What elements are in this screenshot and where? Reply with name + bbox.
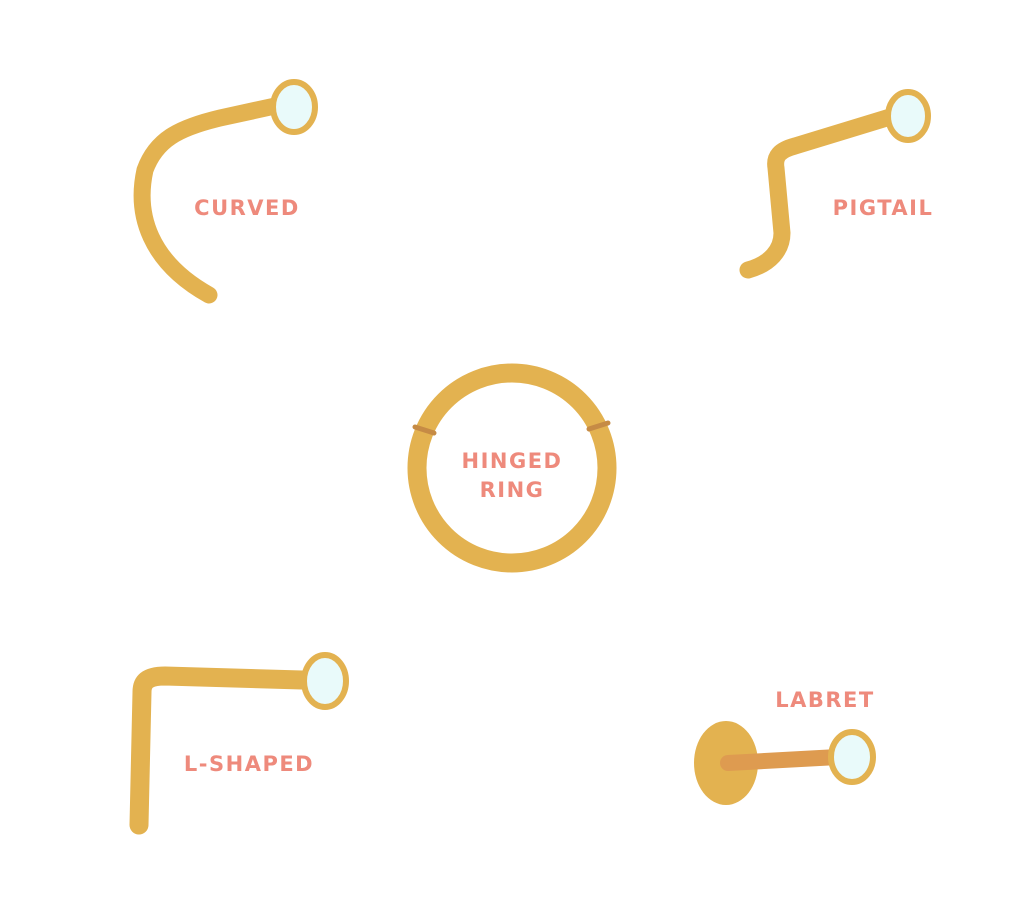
hinged-ring-piercing bbox=[407, 363, 617, 573]
label-labret-text: LABRET bbox=[775, 688, 875, 712]
pigtail-gem-icon bbox=[885, 89, 931, 143]
pigtail-post bbox=[739, 108, 899, 279]
hinged-ring-hoop bbox=[407, 363, 617, 573]
label-hinged-ring-line1: HINGED bbox=[461, 449, 563, 473]
l-shaped-piercing bbox=[129, 652, 349, 835]
curved-piercing bbox=[133, 79, 318, 304]
l-shaped-post bbox=[129, 666, 312, 835]
labret-piercing bbox=[694, 721, 876, 805]
labret-post bbox=[720, 749, 846, 771]
label-pigtail: PIGTAIL bbox=[826, 194, 940, 223]
hinge-mark-right bbox=[586, 420, 611, 432]
label-hinged-ring: HINGED RING bbox=[440, 447, 584, 505]
label-pigtail-text: PIGTAIL bbox=[832, 196, 934, 220]
label-hinged-ring-line2: RING bbox=[479, 478, 545, 502]
label-curved-text: CURVED bbox=[194, 196, 300, 220]
label-l-shaped: L-SHAPED bbox=[176, 750, 322, 779]
label-curved: CURVED bbox=[188, 194, 306, 223]
curved-post bbox=[133, 97, 284, 304]
labret-gem-icon bbox=[828, 729, 876, 785]
label-labret: LABRET bbox=[766, 686, 884, 715]
pigtail-piercing bbox=[739, 89, 931, 279]
curved-gem-icon bbox=[270, 79, 318, 135]
l-shaped-gem-icon bbox=[301, 652, 349, 710]
label-l-shaped-text: L-SHAPED bbox=[183, 752, 315, 776]
hinge-mark-left bbox=[412, 424, 437, 436]
